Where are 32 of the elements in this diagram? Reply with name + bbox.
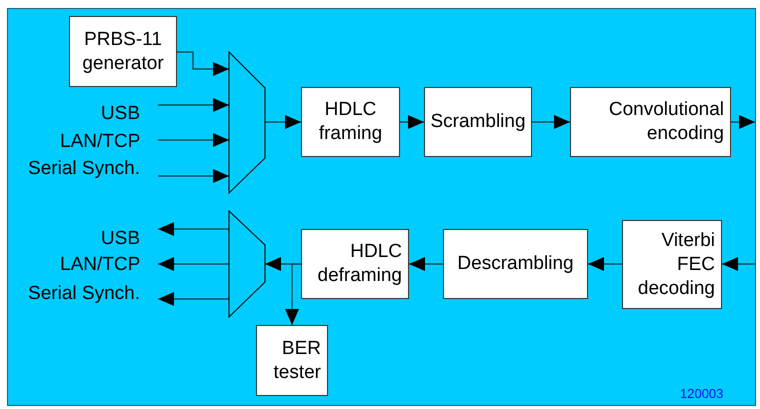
arrow [409, 257, 443, 271]
arrow [532, 115, 570, 129]
arrow [285, 263, 301, 325]
process-box: Descrambling [443, 229, 588, 299]
output-label: LAN/TCP [60, 253, 140, 277]
process-box: HDLC framing [301, 87, 400, 157]
arrow [158, 222, 229, 236]
arrow [731, 115, 755, 129]
arrow [158, 257, 229, 271]
arrow [588, 257, 622, 271]
arrow [400, 115, 424, 129]
output-label: USB [90, 227, 140, 251]
output-label: Serial Synch. [12, 282, 140, 306]
generator-box: PRBS-11 generator [69, 16, 177, 87]
process-box: HDLC deframing [301, 229, 409, 299]
input-label: LAN/TCP [60, 130, 140, 154]
figure-number: 120003 [680, 386, 724, 401]
process-box: Convolutional encoding [570, 87, 731, 157]
input-label: USB [90, 102, 140, 126]
arrow [158, 133, 229, 147]
arrow [722, 257, 755, 271]
demultiplexer-symbol [229, 211, 265, 317]
multiplexer-symbol [229, 52, 265, 193]
process-box: Viterbi FEC decoding [622, 220, 722, 309]
input-label: Serial Synch. [12, 157, 140, 181]
arrow [265, 115, 301, 129]
arrow [158, 292, 229, 306]
process-box: BER tester [256, 325, 328, 396]
arrow [158, 98, 229, 112]
process-box: Scrambling [424, 87, 532, 157]
arrow [158, 169, 229, 183]
arrow [177, 51, 229, 76]
